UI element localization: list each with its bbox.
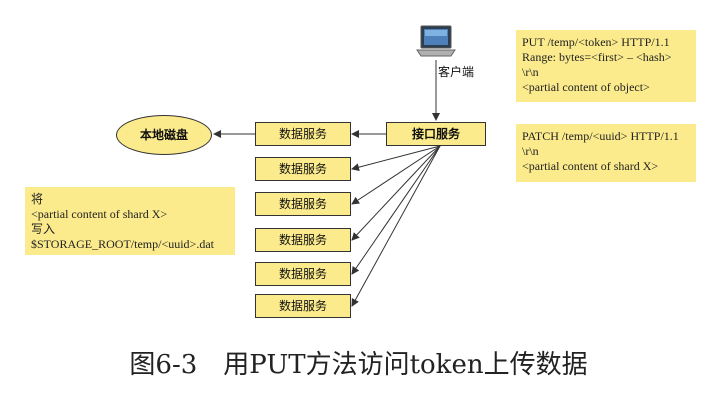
data-service-box-6: 数据服务: [255, 294, 351, 318]
data-service-box-5: 数据服务: [255, 262, 351, 286]
arrow-interface-to-data-2: [351, 145, 441, 172]
put-line-2: Range: bytes=<first> – <hash>: [522, 50, 672, 64]
arrow-interface-to-data-5: [351, 145, 441, 275]
put-line-1: PUT /temp/<token> HTTP/1.1: [522, 35, 670, 49]
write-line-1: 将: [31, 192, 44, 206]
patch-line-1: PATCH /temp/<uuid> HTTP/1.1: [522, 129, 679, 143]
local-disk: 本地磁盘: [116, 115, 212, 155]
laptop-icon: [416, 25, 456, 57]
arrow-interface-to-data-3: [351, 145, 441, 205]
figure-caption: 图6-3 用PUT方法访问token上传数据: [129, 350, 588, 380]
data-service-box-3: 数据服务: [255, 192, 351, 216]
write-note: 将 <partial content of shard X> 写入 $STORA…: [25, 187, 235, 255]
put-request-note: PUT /temp/<token> HTTP/1.1 Range: bytes=…: [516, 30, 696, 102]
data-service-box-2: 数据服务: [255, 157, 351, 181]
patch-line-2: \r\n: [522, 144, 539, 158]
interface-service-box: 接口服务: [386, 122, 486, 146]
client-label: 客户端: [438, 65, 475, 79]
write-line-3: 写入: [31, 222, 56, 236]
write-line-4: $STORAGE_ROOT/temp/<uuid>.dat: [31, 237, 214, 251]
arrow-interface-to-data-6: [351, 145, 441, 307]
data-service-box-1: 数据服务: [255, 122, 351, 146]
put-line-3: \r\n: [522, 65, 539, 79]
patch-request-note: PATCH /temp/<uuid> HTTP/1.1 \r\n <partia…: [516, 124, 696, 182]
arrow-interface-to-data-4: [351, 145, 441, 241]
put-line-4: <partial content of object>: [522, 80, 650, 94]
write-line-2: <partial content of shard X>: [31, 207, 168, 221]
patch-line-3: <partial content of shard X>: [522, 159, 659, 173]
data-service-box-4: 数据服务: [255, 228, 351, 252]
